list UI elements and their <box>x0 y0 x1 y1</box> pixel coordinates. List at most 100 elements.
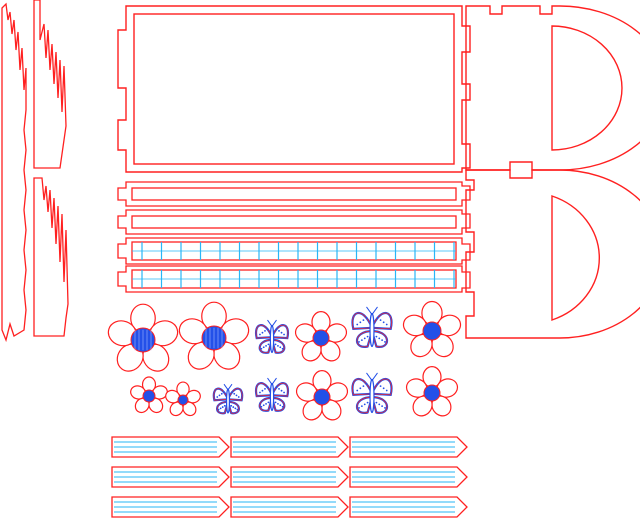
butterfly-wing-outline <box>216 401 229 414</box>
handle-bottom-outline <box>465 169 640 339</box>
pencil-tag <box>230 496 349 518</box>
butterfly-antenna <box>267 319 277 327</box>
butterfly-wing <box>351 311 374 331</box>
butterfly-dot <box>260 347 263 350</box>
butterfly-dot <box>265 344 267 347</box>
butterfly-dot <box>279 346 282 349</box>
butterfly-dot <box>259 391 261 394</box>
pencil-tags <box>111 436 468 518</box>
butterfly-dot <box>262 404 265 407</box>
butterfly-dot <box>279 404 282 407</box>
butterfly-dot <box>375 401 378 404</box>
butterfly-dot <box>260 405 263 408</box>
slat-score-lines <box>132 242 456 288</box>
butterfly-dot <box>232 406 235 408</box>
box-wall-outline <box>117 5 471 173</box>
scored-slat-1 <box>117 237 471 265</box>
butterfly-dot <box>365 317 368 319</box>
butterfly-body <box>269 324 275 354</box>
butterfly-wing-outline <box>213 388 229 401</box>
butterfly-dot <box>356 323 359 326</box>
butterfly-body <box>269 382 275 412</box>
butterfly-dot <box>382 387 385 390</box>
flower-center <box>313 388 331 406</box>
butterfly-cutout <box>254 377 290 412</box>
butterfly-dot <box>363 403 366 406</box>
butterfly-wing-outline <box>227 388 243 401</box>
butterfly-dot <box>262 346 265 349</box>
butterfly-dot <box>363 337 366 340</box>
butterfly-wing-outline <box>227 401 240 414</box>
butterfly-wing <box>370 377 393 397</box>
butterfly-dot <box>366 335 369 338</box>
butterfly-body <box>369 312 375 348</box>
butterfly-wing-outline <box>356 330 373 348</box>
butterfly-antenna <box>366 306 378 315</box>
fringe-strip-left <box>1 2 27 343</box>
butterfly-dot <box>274 401 277 404</box>
butterfly-wing-outline <box>371 330 388 348</box>
butterfly-dot <box>359 387 362 390</box>
butterfly-dot <box>233 392 236 395</box>
butterfly-wing-outline <box>271 382 289 397</box>
butterfly-dot <box>376 317 379 319</box>
butterfly-dot <box>378 337 381 340</box>
butterfly-cutout <box>254 319 290 354</box>
flower-center <box>312 329 330 347</box>
butterfly-dot <box>283 391 285 394</box>
butterfly-dot <box>261 331 264 334</box>
butterfly-dot <box>360 405 363 408</box>
butterfly-dot <box>375 335 378 338</box>
butterfly-dot <box>264 330 266 332</box>
butterfly-dot <box>366 401 369 404</box>
pencil-tag <box>349 496 468 518</box>
handle-top-outline <box>465 5 640 171</box>
butterfly-wing-outline <box>255 324 273 339</box>
flower-center <box>142 389 156 403</box>
butterfly-wing-outline <box>271 324 289 339</box>
flower-cutouts <box>107 300 462 421</box>
butterfly-dot <box>223 404 226 407</box>
butterfly-dot <box>362 385 365 387</box>
butterfly-dot <box>358 406 360 409</box>
pencil-tag <box>111 436 230 458</box>
butterfly-dot <box>378 403 381 406</box>
butterfly-dot <box>236 408 239 411</box>
butterfly-wing-outline <box>259 397 273 412</box>
butterfly-wing-outline <box>259 339 273 354</box>
butterfly-dot <box>264 388 266 390</box>
butterfly-dot <box>359 321 362 324</box>
flower-center <box>422 321 442 341</box>
pencil-tag <box>349 466 468 488</box>
butterfly-wing-outline <box>271 339 285 354</box>
butterfly-body <box>369 378 375 414</box>
butterfly-cutout <box>351 372 393 414</box>
pencil-tag <box>230 466 349 488</box>
butterfly-cutout <box>351 306 393 348</box>
butterfly-dot <box>275 386 278 388</box>
butterfly-dot <box>281 347 284 350</box>
fringe-strips <box>1 0 69 343</box>
fringe-strip-upper-right <box>33 0 67 169</box>
butterfly-dot <box>277 402 279 405</box>
butterfly-dot <box>281 405 284 408</box>
butterfly-dot <box>216 396 219 398</box>
butterfly-dot <box>219 407 222 410</box>
butterfly-dot <box>274 343 277 346</box>
flower-cutout <box>405 366 459 417</box>
flower-cutout <box>294 311 348 362</box>
butterfly-dot <box>275 328 278 330</box>
butterfly-dot <box>278 388 280 390</box>
butterfly-dot <box>277 344 279 347</box>
handle-top-cutout <box>551 25 623 151</box>
handle-panel-top <box>465 5 640 171</box>
butterfly-body <box>225 388 231 414</box>
flower-cutout <box>130 376 168 414</box>
butterfly-antenna <box>223 383 233 391</box>
flat-slat-2-inner <box>131 215 457 229</box>
butterfly-dot <box>381 405 384 408</box>
slats <box>117 181 471 293</box>
handle-bottom-cutout <box>551 195 600 321</box>
flower-cutout <box>165 381 201 417</box>
